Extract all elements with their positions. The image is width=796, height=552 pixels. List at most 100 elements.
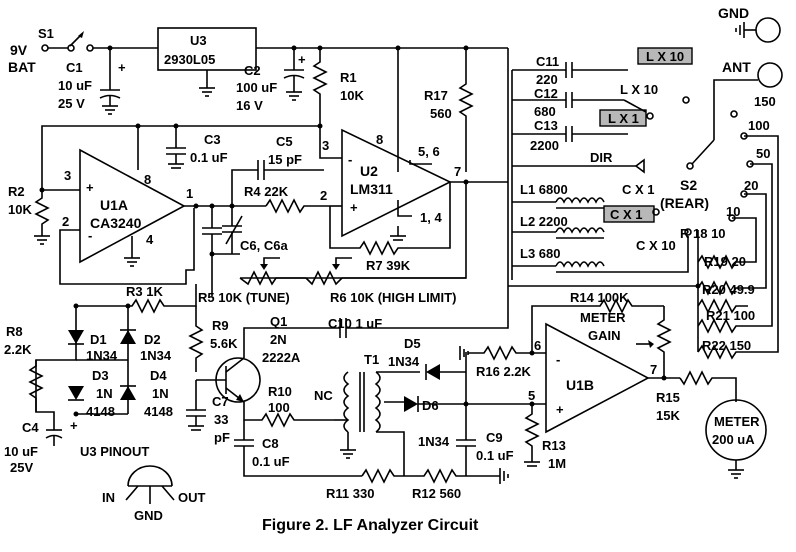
r7-resistor-icon (329, 182, 451, 256)
d1-diode-icon (68, 330, 84, 344)
tap-150: 150 (754, 94, 776, 109)
u1a-u2-section: + - U1A CA3240 3 2 8 4 1 R2 10K C3 0.1 u… (8, 48, 509, 314)
svg-text:-: - (556, 352, 560, 367)
r20-resistor-icon (697, 298, 748, 314)
c4-voltage: 25V (10, 460, 33, 475)
d6-name: D6 (422, 398, 439, 413)
q1-part: 2N (270, 332, 287, 347)
u1a-pin4: 4 (146, 232, 154, 247)
l3-label: L3 680 (520, 246, 560, 261)
c3-name: C3 (204, 132, 221, 147)
tap-100: 100 (748, 118, 770, 133)
r3-label: R3 1K (126, 284, 163, 299)
c7-value: 33 (214, 412, 228, 427)
r21-resistor-icon (697, 318, 748, 334)
meter-value: 200 uA (712, 432, 755, 447)
meter-gain-pot-icon (656, 306, 672, 378)
r4-label: R4 22K (244, 184, 289, 199)
d3-diode-icon (68, 386, 84, 400)
pinout-out: OUT (178, 490, 206, 505)
r9-value: 5.6K (210, 336, 238, 351)
c10-label: C10 1 uF (328, 316, 382, 331)
t1-label: T1 (364, 352, 379, 367)
r7-label: R7 39K (366, 258, 411, 273)
r1-resistor-icon (312, 48, 328, 124)
r17-value: 560 (430, 106, 452, 121)
q1-t1-section: R9 5.6K Q1 2N 2222A C10 1 uF C7 33 pF R1… (186, 306, 546, 501)
u3-name: U3 (190, 33, 207, 48)
r10-value: 100 (268, 400, 290, 415)
lx1-box-label: L X 1 (608, 111, 639, 126)
r13-name: R13 (542, 438, 566, 453)
r22-resistor-icon (697, 344, 748, 360)
r20-label: R20 49.9 (702, 282, 755, 297)
r18-label: R 18 10 (680, 226, 726, 241)
dir-label: DIR (590, 150, 613, 165)
c9-name: C9 (486, 430, 503, 445)
tap-50: 50 (756, 146, 770, 161)
c9-value: 0.1 uF (476, 448, 514, 463)
c5-name: C5 (276, 134, 293, 149)
figure-caption: Figure 2. LF Analyzer Circuit (262, 517, 479, 534)
r19-label: R19 20 (704, 254, 746, 269)
ant-terminal-icon (757, 62, 783, 88)
r2-value: 10K (8, 202, 32, 217)
r11-r12-resistor-icon (361, 468, 500, 484)
c13-value: 2200 (530, 138, 559, 153)
r8-resistor-icon (28, 360, 44, 412)
c7-unit: pF (214, 430, 230, 445)
u1b-pin6: 6 (534, 338, 541, 353)
r2-resistor-icon (34, 190, 50, 236)
ant-terminal-label: ANT (722, 59, 751, 75)
d5-name: D5 (404, 336, 421, 351)
d3-part2: 4148 (86, 404, 115, 419)
u1a-pin2: 2 (62, 214, 69, 229)
u1a-pin3: 3 (64, 168, 71, 183)
t1-transformer-icon (343, 371, 350, 433)
c4-value: 10 uF (4, 444, 38, 459)
u1a-pin8: 8 (144, 172, 151, 187)
r6-potentiometer-icon (305, 270, 466, 286)
svg-text:+: + (556, 402, 564, 417)
d5-part: 1N34 (388, 354, 420, 369)
d5-diode-icon (426, 364, 440, 380)
r13-value: 1M (548, 456, 566, 471)
d1-name: D1 (90, 332, 107, 347)
battery-terminal-icon (41, 44, 49, 52)
svg-text:-: - (88, 228, 92, 243)
c2-name: C2 (244, 63, 261, 78)
r16-label: R16 2.2K (476, 364, 532, 379)
svg-text:+: + (86, 180, 94, 195)
u2-part: LM311 (350, 181, 393, 197)
r8-value: 2.2K (4, 342, 32, 357)
u1a-pin1: 1 (186, 186, 193, 201)
cx10-label: C X 10 (636, 238, 676, 253)
r3-resistor-icon (76, 284, 197, 314)
to92-package-icon (127, 465, 173, 487)
battery-label: 9V (10, 42, 28, 58)
battery-label-2: BAT (8, 59, 36, 75)
c1-name: C1 (66, 60, 83, 75)
c13-name: C13 (534, 118, 558, 133)
r15-value: 15K (656, 408, 680, 423)
u1b-pin7: 7 (650, 362, 657, 377)
pinout-in: IN (102, 490, 115, 505)
r13-resistor-icon (524, 404, 540, 462)
r9-resistor-icon (188, 306, 204, 372)
q1-part2: 2222A (262, 350, 301, 365)
u1a-opamp-icon (79, 148, 186, 264)
s2-note: (REAR) (660, 195, 709, 211)
svg-text:-: - (348, 152, 352, 167)
d4-part2: 4148 (144, 404, 173, 419)
u1a-part: CA3240 (90, 215, 142, 231)
d4-diode-icon (120, 386, 136, 400)
u3-part: 2930L05 (164, 52, 215, 67)
u1a-name: U1A (100, 197, 128, 213)
r14-resistor-icon (531, 298, 664, 353)
r10-name: R10 (268, 384, 292, 399)
l2-inductor-icon (555, 227, 605, 234)
u3-pinout-label: U3 PINOUT (80, 444, 149, 459)
c4-name: C4 (22, 420, 39, 435)
lx10-box (637, 47, 693, 65)
q1-name: Q1 (270, 314, 287, 329)
